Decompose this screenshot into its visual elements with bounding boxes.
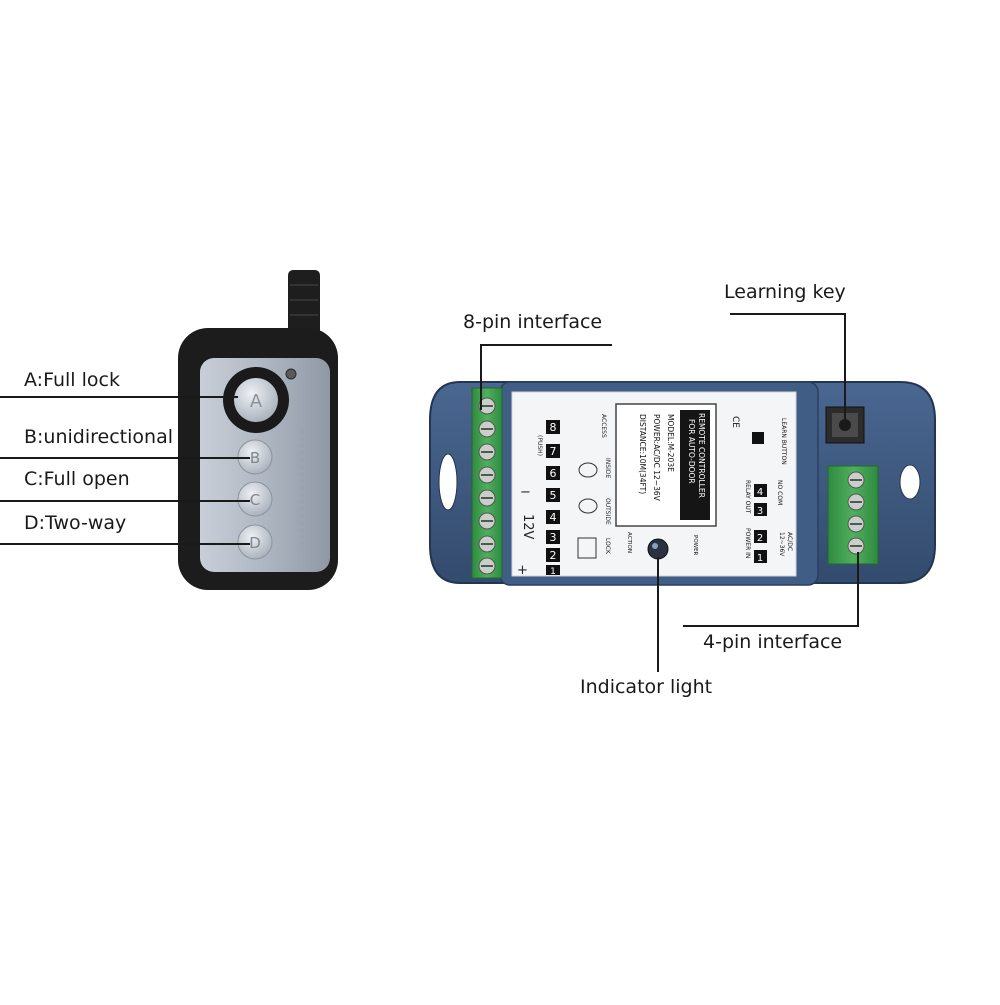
lock-text: LOCK <box>604 538 611 555</box>
callout-unidirectional: B:unidirectional <box>24 428 173 447</box>
action-led-text: ACTION <box>626 532 632 553</box>
callout-two-way: D:Two-way <box>24 514 126 533</box>
terminal-number-6: 6 <box>550 467 557 480</box>
terminal-number-7: 7 <box>550 445 557 458</box>
power-led-text: POWER <box>692 535 698 556</box>
outside-text: OUTSIDE <box>604 498 611 525</box>
voltage-text: 12V <box>520 514 535 540</box>
terminal-number-8: 8 <box>550 421 557 434</box>
callout-indicator-light: Indicator light <box>580 678 712 697</box>
remote-led-icon <box>286 369 296 379</box>
callout-learning-key: Learning key <box>724 283 846 302</box>
spec-power: POWER:AC/DC 12~36V <box>652 414 661 502</box>
callout-full-open: C:Full open <box>24 470 130 489</box>
push-text: (PUSH) <box>536 435 543 456</box>
remote-button-b-letter: B <box>250 449 260 467</box>
terminal-number-5: 5 <box>550 489 557 502</box>
inside-text: INSIDE <box>604 458 611 478</box>
right-terminal-number-3: 3 <box>757 506 763 517</box>
access-text: ACCESS <box>600 414 607 438</box>
power-in-text: POWER IN <box>744 528 751 558</box>
spec-title-line1: REMOTE CONTROLLER <box>697 413 706 498</box>
right-terminal-number-2: 2 <box>757 533 763 544</box>
callout-full-lock: A:Full lock <box>24 371 120 390</box>
left-mounting-hole <box>439 454 457 510</box>
remote-button-d-letter: D <box>249 534 261 552</box>
minus-sign: − <box>520 485 531 500</box>
ac-dc-text: AC/DC <box>786 532 793 551</box>
right-mounting-hole <box>900 465 920 499</box>
receiver-controller: 8 7 6 5 4 3 2 1 (PUSH) ACCESS INSIDE OUT… <box>430 382 935 585</box>
terminal-number-1: 1 <box>550 567 556 577</box>
right-terminal-number-1: 1 <box>757 553 763 564</box>
plus-sign: + <box>517 563 528 578</box>
terminal-number-2: 2 <box>550 549 557 562</box>
range-text: 12~36V <box>778 532 785 557</box>
spec-distance: DISTANCE:10M(34FT) <box>638 414 647 494</box>
learn-button-label: LEARN BUTTON <box>780 418 787 465</box>
callout-8-pin-interface: 8-pin interface <box>463 313 602 332</box>
remote-button-a-letter: A <box>250 391 263 412</box>
relay-out-text: RELAY OUT <box>744 480 751 514</box>
callout-4-pin-interface: 4-pin interface <box>703 633 842 652</box>
spec-model: MODEL:M-203E <box>666 414 675 472</box>
spec-title-line2: FOR AUTO-DOOR <box>687 419 696 484</box>
right-terminal-number-4: 4 <box>757 487 763 498</box>
learn-button-marker-icon <box>752 432 764 444</box>
ce-mark: CE <box>730 416 740 428</box>
terminal-number-3: 3 <box>550 531 557 544</box>
terminal-number-4: 4 <box>550 511 557 524</box>
remote-control: A B C D <box>178 270 338 590</box>
indicator-light-icon <box>648 539 668 559</box>
remote-button-c-letter: C <box>250 491 260 509</box>
no-com-text: NO COM <box>776 480 783 505</box>
